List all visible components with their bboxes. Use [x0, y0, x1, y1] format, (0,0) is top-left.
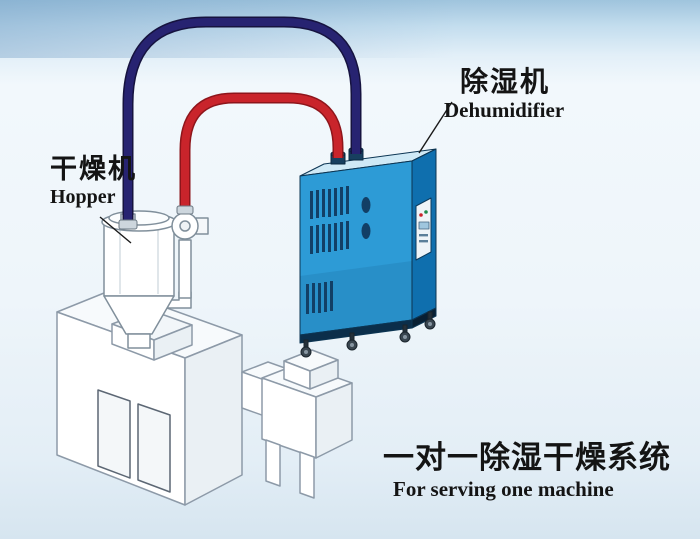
cabinet-casters	[300, 311, 436, 358]
hopper-stand-side	[153, 324, 193, 361]
dehumidifier-cabinet	[299, 146, 437, 358]
hopper-label: 干燥机 Hopper	[50, 154, 137, 209]
cabinet-vent-grilles	[306, 186, 371, 314]
dehumidifier-leader-line	[418, 101, 453, 154]
system-caption-cn: 一对一除湿干燥系统	[383, 440, 671, 475]
hopper-body	[103, 221, 175, 297]
red-return-hose	[181, 94, 342, 212]
panel-indicator-red	[419, 213, 423, 217]
hose-collars	[118, 205, 194, 230]
hopper-label-en: Hopper	[50, 186, 116, 208]
extruder-machine	[56, 288, 353, 506]
hoses	[122, 16, 362, 228]
machine-door-panel-left	[97, 389, 131, 479]
cabinet-control-panel	[415, 197, 432, 261]
machine-leg-left	[265, 439, 281, 487]
hopper-label-cn: 干燥机	[50, 154, 137, 184]
system-caption: 一对一除湿干燥系统 For serving one machine	[383, 440, 671, 502]
hopper-leader-line	[99, 216, 132, 244]
hopper-riser-duct	[178, 239, 192, 299]
cabinet-vent-oval-top	[361, 197, 371, 213]
cabinet-vent-oval-bottom	[361, 223, 371, 239]
panel-display	[418, 221, 430, 230]
fan-hose-collar	[176, 205, 194, 215]
hopper-cone	[103, 295, 175, 335]
panel-button-row2	[419, 240, 428, 243]
blower-fan-hub	[179, 220, 191, 232]
machine-door-panel-right	[137, 403, 171, 493]
dehumidifier-label: 除湿机 Dehumidifier	[444, 66, 564, 123]
system-caption-en: For serving one machine	[393, 477, 614, 501]
die-head-cap-side	[309, 359, 339, 390]
dehumidifier-label-en: Dehumidifier	[444, 98, 565, 122]
hopper-lid-dome	[108, 210, 170, 226]
blue-supply-hose	[124, 18, 360, 228]
hopper-neck	[127, 333, 151, 349]
machine-leg-right	[299, 451, 315, 499]
panel-indicator-green	[424, 210, 428, 214]
cabinet-front-shading	[300, 261, 412, 335]
dehumidifier-label-cn: 除湿机	[460, 66, 551, 97]
die-head-side	[315, 382, 353, 459]
machine-body-side-face	[184, 334, 243, 506]
lid-hose-collar	[118, 219, 138, 230]
panel-button-row1	[419, 234, 428, 237]
leader-lines	[99, 101, 453, 244]
